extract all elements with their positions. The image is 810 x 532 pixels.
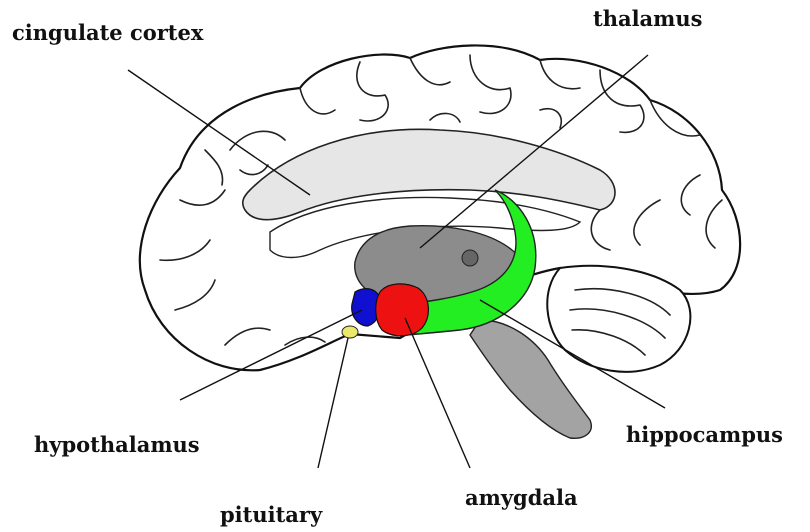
label-hippocampus: hippocampus xyxy=(626,422,783,447)
label-amygdala: amygdala xyxy=(465,485,578,510)
pituitary-leader xyxy=(318,338,348,468)
cerebellum xyxy=(547,266,690,372)
label-cingulate-cortex: cingulate cortex xyxy=(12,20,204,45)
amygdala-leader xyxy=(405,318,470,468)
amygdala-region xyxy=(376,284,429,336)
label-hypothalamus: hypothalamus xyxy=(34,432,200,457)
label-pituitary: pituitary xyxy=(220,502,323,527)
hypothalamus-leader xyxy=(180,310,362,400)
cingulate-leader xyxy=(128,70,310,195)
pituitary-region xyxy=(342,326,358,338)
pineal-spot xyxy=(462,250,478,266)
label-thalamus: thalamus xyxy=(593,6,702,31)
